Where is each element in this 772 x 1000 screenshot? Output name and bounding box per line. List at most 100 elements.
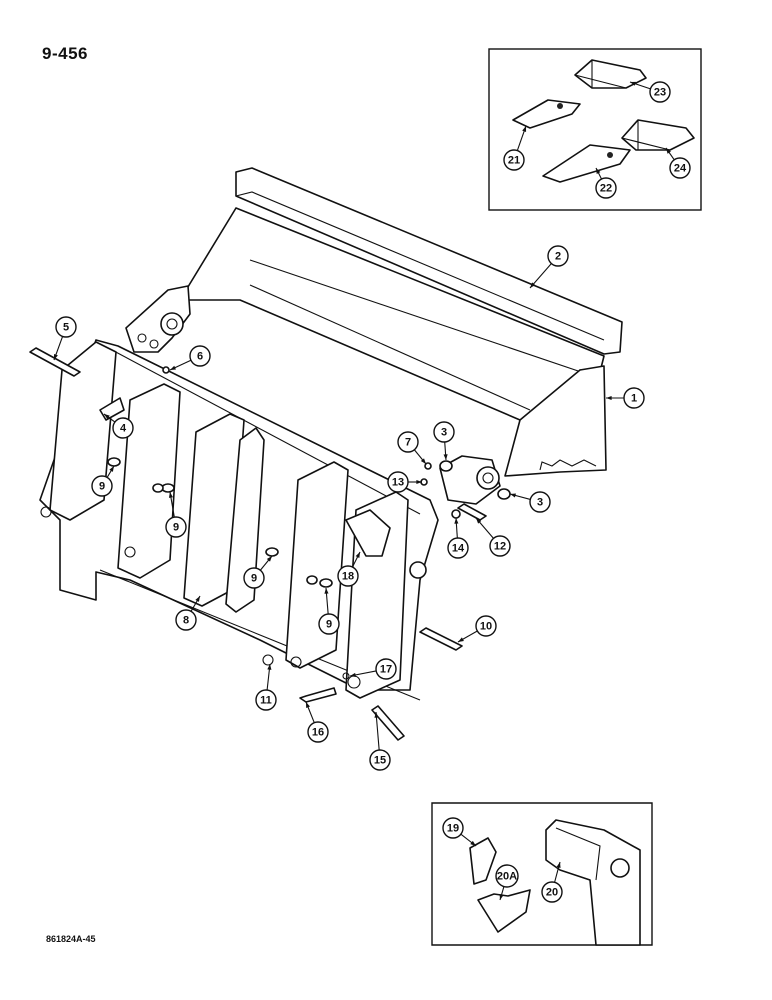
callout-circle <box>255 689 277 711</box>
callout-arrowhead <box>266 556 272 562</box>
callout-number: 8 <box>183 615 189 627</box>
bushing-9-a <box>107 457 121 467</box>
frame-hole-3 <box>262 654 274 666</box>
bushing-3-a <box>439 460 453 472</box>
bushing-9-e <box>152 483 164 493</box>
washer-14 <box>451 509 461 519</box>
fitting-7 <box>424 462 432 470</box>
callout-circle <box>375 658 397 680</box>
callout-circle <box>475 615 497 637</box>
tooth-22-hole <box>607 152 613 158</box>
callout-circle <box>489 535 511 557</box>
callout-arrowhead <box>306 702 311 708</box>
callout-number: 15 <box>374 755 386 767</box>
callout-arrowhead <box>168 492 173 498</box>
callout-arrowhead <box>170 365 176 370</box>
callout-circle <box>669 157 691 179</box>
callout-number: 12 <box>494 541 506 553</box>
coupler-20-edge <box>555 827 601 881</box>
callout-number: 21 <box>508 155 520 167</box>
bushing-3-b <box>497 488 511 500</box>
bucket-back-crease <box>249 259 591 376</box>
callout-circle <box>307 721 329 743</box>
callout-circle <box>442 817 464 839</box>
frame-hole-1 <box>40 506 52 518</box>
callout-arrowhead <box>556 862 561 868</box>
callout-number: 14 <box>452 543 465 555</box>
callout-arrowhead <box>324 588 329 594</box>
frame-hole-2 <box>124 546 136 558</box>
bucket-assembly <box>29 167 623 741</box>
callout-circle <box>91 475 113 497</box>
left-pivot-hole <box>166 318 178 330</box>
inset-teeth <box>488 48 702 211</box>
callout-circle <box>337 565 359 587</box>
callout-arrowhead <box>443 454 448 460</box>
callout-circle <box>112 417 134 439</box>
callout-arrowhead <box>355 552 360 558</box>
callout-arrowhead <box>53 354 58 360</box>
callout-arrowhead <box>454 518 459 524</box>
bolt-16 <box>299 687 337 703</box>
callout-circle <box>165 516 187 538</box>
bucket-right-side-plate <box>504 365 607 477</box>
callout-circle <box>397 431 419 453</box>
callout-number: 11 <box>260 695 272 707</box>
callout-arrowhead <box>606 395 612 401</box>
inset-teeth-frame <box>488 48 702 211</box>
adapter-23-edge <box>574 60 627 89</box>
callout-leader <box>375 711 380 751</box>
right-pivot-hole <box>482 472 494 484</box>
callout-number: 20A <box>497 871 517 883</box>
callout-circle <box>623 387 645 409</box>
grease-fitting-6 <box>162 366 170 374</box>
callout-circle <box>503 149 525 171</box>
callout-arrowhead <box>267 664 272 670</box>
callout-arrowhead <box>522 126 527 132</box>
pin-17 <box>342 672 350 680</box>
frame-hole-4 <box>290 656 302 668</box>
callout-arrowhead <box>416 479 422 485</box>
callout-number: 6 <box>197 351 203 363</box>
callout-arrowhead <box>596 168 601 174</box>
left-pivot-boss <box>160 312 184 336</box>
callout-arrowhead <box>104 414 110 419</box>
tooth-21-shape <box>512 99 581 129</box>
left-bracket-hole-a <box>137 333 147 343</box>
tooth-21-hole <box>557 103 563 109</box>
callout-number: 19 <box>447 823 459 835</box>
coupler-center-plate <box>225 427 265 613</box>
coupler-hook-18 <box>345 509 391 557</box>
callout-number: 9 <box>99 481 105 493</box>
callout-arrowhead <box>666 148 671 154</box>
callout-circle <box>529 491 551 513</box>
callout-arrowhead <box>458 637 464 642</box>
callout-circle <box>318 613 340 635</box>
callout-number: 2 <box>555 251 561 263</box>
callout-circle <box>447 537 469 559</box>
callout-number: 5 <box>63 322 69 334</box>
callout-circle <box>175 609 197 631</box>
callout-arrowhead <box>510 493 516 498</box>
figure-code: 861824A-45 <box>46 934 96 944</box>
inset-detail-frame <box>431 802 653 946</box>
callout-number: 7 <box>405 437 411 449</box>
callout-arrowhead <box>195 596 200 602</box>
pin-12 <box>457 503 487 521</box>
callout-circle <box>387 471 409 493</box>
callout-circle <box>547 245 569 267</box>
pin-5 <box>29 347 81 377</box>
callout-number: 10 <box>480 621 492 633</box>
coupler-rib-2 <box>117 383 181 579</box>
callout-circle <box>369 749 391 771</box>
callout-arrowhead <box>374 712 379 718</box>
coupler-20-shape <box>545 819 641 946</box>
callout-number: 22 <box>600 183 612 195</box>
callout-number: 24 <box>674 163 687 175</box>
frame-boss-right <box>409 561 427 579</box>
bucket-right-side-edge <box>539 459 597 471</box>
spacer-19-shape <box>469 837 497 885</box>
